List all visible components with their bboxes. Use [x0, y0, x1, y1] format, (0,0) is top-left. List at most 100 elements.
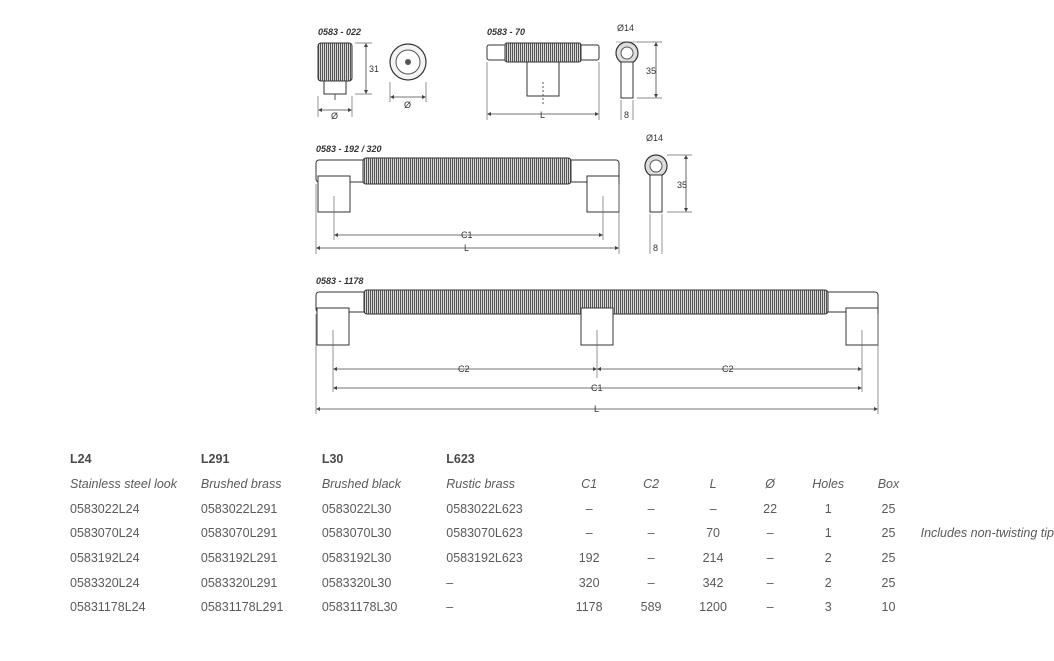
handle-1178-c1-label: C1 — [591, 383, 603, 393]
spec-cell: 214 — [702, 551, 724, 566]
knob-height-label: 31 — [369, 64, 379, 74]
row-note — [913, 595, 1054, 620]
spec-cell: – — [766, 551, 774, 566]
t-handle-drawing: 0583 - 70 L Ø14 35 8 — [486, 23, 662, 120]
t-handle-code: 0583 - 70 — [487, 27, 525, 37]
spec-cell: – — [647, 526, 655, 541]
spec-cell: – — [766, 575, 774, 590]
spec-cell: 320 — [578, 575, 600, 590]
spec-cell: 70 — [706, 526, 720, 541]
product-spec-table: L24 L291 L30 L623 Stainless steel look B… — [62, 446, 1054, 620]
table-body: 0583022L24 0583022L291 0583022L30 0583022L6… — [62, 497, 1054, 620]
row-note — [913, 570, 1054, 595]
spec-cell: – — [709, 501, 717, 516]
spec-cell: 2 — [824, 551, 832, 566]
subheader-l: L — [709, 477, 717, 492]
article-number-cell: 0583320L291 — [200, 575, 278, 590]
spec-cell: 2 — [824, 575, 832, 590]
knob-code: 0583 - 022 — [318, 27, 361, 37]
article-number-cell: – — [446, 575, 454, 590]
handle-1178-c2-left-label: C2 — [458, 364, 470, 374]
handle-192-depth-label: 8 — [653, 243, 658, 253]
article-number-cell: 0583070L291 — [200, 526, 278, 541]
subheader-c2: C2 — [643, 477, 660, 492]
spec-cell: – — [647, 551, 655, 566]
header-l623: L623 — [446, 452, 475, 466]
handle-1178-drawing: 0583 - 1178 C2 C2 C1 L — [315, 276, 879, 414]
subheader-finish: Brushed brass — [200, 477, 282, 492]
knob-drawing: 0583 - 022 31 Ø Ø — [317, 27, 427, 121]
subheader-finish: Stainless steel look — [70, 477, 178, 492]
article-number-cell: 0583022L291 — [200, 501, 278, 516]
handle-192-c1-label: C1 — [461, 230, 473, 240]
subheader-holes: Holes — [812, 477, 845, 492]
article-number-cell: 0583320L30 — [321, 575, 392, 590]
article-number-cell: 0583070L24 — [70, 526, 140, 541]
spec-cell: 10 — [881, 600, 896, 615]
t-handle-l-label: L — [540, 110, 545, 120]
knob-dia-label: Ø — [331, 111, 338, 121]
article-number-cell: 0583192L24 — [70, 551, 140, 566]
spec-cell: 1200 — [699, 600, 727, 615]
subheader-finish: Rustic brass — [446, 477, 516, 492]
spec-cell: – — [585, 501, 593, 516]
row-note — [913, 497, 1054, 522]
handle-1178-c2-right-label: C2 — [722, 364, 734, 374]
article-number-cell: 0583192L623 — [446, 551, 523, 566]
t-handle-depth-label: 8 — [624, 110, 629, 120]
handle-1178-l-label: L — [594, 404, 599, 414]
handle-192-height-label: 35 — [677, 180, 687, 190]
article-number-cell: 0583022L623 — [446, 501, 523, 516]
spec-cell: 25 — [881, 575, 896, 590]
spec-cell: 192 — [578, 551, 600, 566]
handle-192-320-code: 0583 - 192 / 320 — [316, 144, 382, 154]
spec-cell: – — [766, 600, 774, 615]
spec-cell: 1178 — [575, 600, 603, 615]
article-number-cell: 05831178L291 — [200, 600, 284, 615]
t-handle-dia-label: Ø14 — [617, 23, 634, 33]
spec-cell: 25 — [881, 526, 896, 541]
spec-cell: 25 — [881, 551, 896, 566]
spec-cell: 22 — [763, 501, 778, 516]
t-handle-height-label: 35 — [646, 66, 656, 76]
spec-cell: 3 — [824, 600, 832, 615]
knob-side-dia-label: Ø — [404, 100, 411, 110]
row-note — [913, 546, 1054, 571]
handle-192-l-label: L — [464, 243, 469, 253]
spec-cell: – — [647, 575, 655, 590]
subheader-c1: C1 — [581, 477, 598, 492]
header-l30: L30 — [321, 452, 344, 466]
handle-192-dia-label: Ø14 — [646, 133, 663, 143]
spec-cell: – — [585, 526, 593, 541]
spec-cell: – — [766, 526, 774, 541]
spec-cell: 342 — [702, 575, 724, 590]
article-number-cell: 0583320L24 — [70, 575, 140, 590]
technical-drawings: 0583 - 022 31 Ø Ø 0583 - 70 L Ø14 — [315, 23, 879, 414]
table-row: 0583070L24 0583070L291 0583070L30 0583070L6… — [62, 521, 1054, 546]
subheader-box: Box — [877, 477, 900, 492]
article-number-cell: 0583192L30 — [321, 551, 392, 566]
row-note: Includes non-twisting tip — [920, 526, 1054, 541]
subheader-dia: Ø — [765, 477, 775, 492]
spec-cell: 25 — [881, 501, 896, 516]
article-number-cell: 0583192L291 — [200, 551, 278, 566]
article-number-cell: – — [446, 600, 454, 615]
article-number-cell: 0583022L30 — [321, 501, 392, 516]
article-number-cell: 0583070L30 — [321, 526, 392, 541]
handle-1178-code: 0583 - 1178 — [316, 276, 363, 286]
table-row: 0583320L24 0583320L291 0583320L30 – 320 – 342 –… — [62, 570, 1054, 595]
spec-cell: 1 — [824, 501, 832, 516]
article-number-cell: 0583070L623 — [446, 526, 523, 541]
table-row: 0583022L24 0583022L291 0583022L30 0583022L6… — [62, 497, 1054, 522]
article-number-cell: 0583022L24 — [70, 501, 140, 516]
header-l291: L291 — [200, 452, 230, 466]
table-subheader-row: Stainless steel look Brushed brass Brush… — [62, 472, 1054, 497]
header-l24: L24 — [70, 452, 92, 466]
table-row: 0583192L24 0583192L291 0583192L30 0583192L6… — [62, 546, 1054, 571]
spec-cell: 1 — [824, 526, 832, 541]
table-header-row: L24 L291 L30 L623 — [62, 446, 1054, 472]
article-number-cell: 05831178L30 — [321, 600, 398, 615]
spec-cell: 589 — [640, 600, 662, 615]
spec-cell: – — [647, 501, 655, 516]
